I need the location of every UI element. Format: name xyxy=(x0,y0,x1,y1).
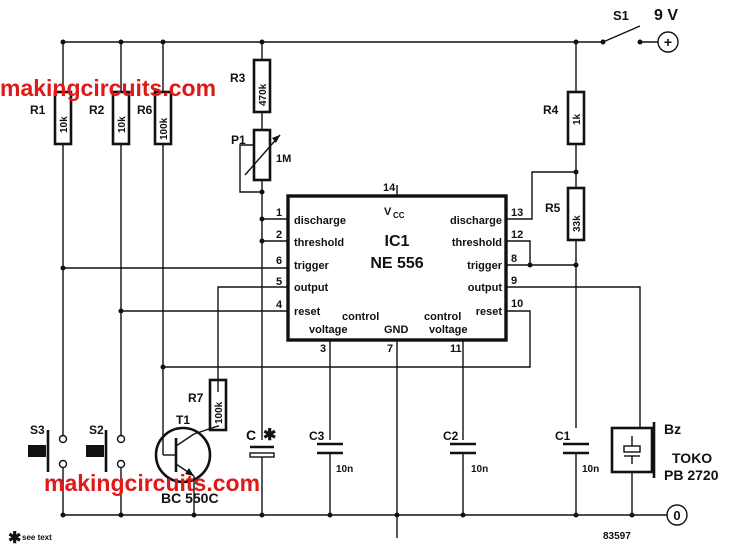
pin-8-number: 8 xyxy=(511,253,517,265)
pin-14-number: 14 xyxy=(383,182,396,194)
footnote-text: see text xyxy=(22,533,52,542)
r6-value: 100k xyxy=(159,117,170,140)
right-pins: 13 12 8 9 10 xyxy=(163,207,641,428)
resistor-r7: R7 100k xyxy=(188,378,228,432)
bottom-gnd-label: GND xyxy=(384,324,409,336)
buzzer-name: Bz xyxy=(664,421,681,437)
right-pin-label-output: output xyxy=(468,282,503,294)
pin-5-number: 5 xyxy=(276,276,282,288)
capacitor-c3: C3 10n xyxy=(309,429,353,518)
c1-name: C1 xyxy=(555,429,571,443)
right-pin-label-discharge: discharge xyxy=(450,215,502,227)
pin-10-number: 10 xyxy=(511,298,523,310)
switch-s1-label: S1 xyxy=(613,8,629,23)
watermark-bottom: makingcircuits.com xyxy=(44,470,260,496)
p1-name: P1 xyxy=(231,133,246,147)
pin-3-number: 3 xyxy=(320,343,326,355)
buzzer-part-1: TOKO xyxy=(672,450,712,466)
left-pins: 1 2 6 5 4 xyxy=(60,189,288,440)
ic-part: NE 556 xyxy=(370,255,423,272)
bottom-pins: 3 7 11 xyxy=(320,340,464,538)
ic-name: IC1 xyxy=(385,233,410,250)
pin-11-number: 11 xyxy=(450,343,462,355)
r7-value: 100k xyxy=(214,401,225,424)
pin-12-number: 12 xyxy=(511,229,523,241)
r3-name: R3 xyxy=(230,71,246,85)
r1-name: R1 xyxy=(30,103,46,117)
drawing-code: 83597 xyxy=(603,531,631,542)
left-pin-label-discharge: discharge xyxy=(294,215,346,227)
pin-2-number: 2 xyxy=(276,229,282,241)
ic1-ne556: V CC IC1 NE 556 discharge threshold trig… xyxy=(286,194,508,342)
r2-name: R2 xyxy=(89,103,105,117)
resistor-r5: R5 33k xyxy=(506,169,586,428)
bottom-right-label-2: voltage xyxy=(429,324,468,336)
r4-value: 1k xyxy=(572,113,583,125)
switch-s3: S3 xyxy=(28,423,68,518)
right-pin-label-reset: reset xyxy=(476,306,503,318)
pin-1-number: 1 xyxy=(276,207,282,219)
ic-vcc-sub: CC xyxy=(393,211,405,220)
c2-name: C2 xyxy=(443,429,459,443)
r2-value: 10k xyxy=(117,116,128,133)
bottom-left-label-2: voltage xyxy=(309,324,348,336)
pin-14-wire: 14 xyxy=(383,182,398,196)
cx-name: C xyxy=(246,427,256,443)
cx-mark: ✱ xyxy=(263,427,276,444)
left-pin-label-reset: reset xyxy=(294,306,321,318)
left-pin-label-output: output xyxy=(294,282,329,294)
t1-part: BC 550C xyxy=(161,490,219,506)
watermark-top: makingcircuits.com xyxy=(0,75,216,101)
r1-value: 10k xyxy=(59,116,70,133)
capacitor-c2: C2 10n xyxy=(443,429,488,518)
pin-4-number: 4 xyxy=(276,299,283,311)
r7-name: R7 xyxy=(188,391,204,405)
ic-vcc-label: V xyxy=(384,206,392,218)
r4-name: R4 xyxy=(543,103,559,117)
c3-name: C3 xyxy=(309,429,325,443)
buzzer-bz: Bz TOKO PB 2720 xyxy=(610,421,719,518)
supply-rail: + S1 9 V xyxy=(60,7,679,53)
transistor-t1: T1 BC 550C xyxy=(154,364,219,518)
resistor-r3: R3 470k xyxy=(230,42,272,130)
bottom-left-label-1: control xyxy=(342,311,379,323)
supply-voltage-label: 9 V xyxy=(654,7,678,24)
pin-7-number: 7 xyxy=(387,343,393,355)
footnote-mark: ✱ xyxy=(8,530,21,547)
r3-value: 470k xyxy=(258,83,269,106)
p1-value: 1M xyxy=(276,153,291,165)
ground-rail: 0 xyxy=(63,504,688,526)
r6-name: R6 xyxy=(137,103,153,117)
resistor-r6: R6 100k xyxy=(137,42,173,367)
pin-9-number: 9 xyxy=(511,275,517,287)
r5-name: R5 xyxy=(545,201,561,215)
right-pin-label-threshold: threshold xyxy=(452,237,502,249)
c1-value: 10n xyxy=(582,464,599,475)
potentiometer-p1: P1 1M xyxy=(231,128,291,193)
left-pin-label-threshold: threshold xyxy=(294,237,344,249)
ground-terminal-label: 0 xyxy=(673,508,680,523)
r5-value: 33k xyxy=(572,215,583,232)
capacitor-cx: C ✱ xyxy=(246,427,276,518)
bottom-right-label-1: control xyxy=(424,311,461,323)
c2-value: 10n xyxy=(471,464,488,475)
resistor-r4: R4 1k xyxy=(543,42,586,188)
capacitor-c1: C1 10n xyxy=(555,429,599,518)
c3-value: 10n xyxy=(336,464,353,475)
switch-s2: S2 xyxy=(86,423,126,518)
resistor-r2: R2 10k xyxy=(89,42,131,436)
t1-name: T1 xyxy=(176,413,190,427)
buzzer-part-2: PB 2720 xyxy=(664,467,719,483)
s3-label: S3 xyxy=(30,423,45,437)
pin-13-number: 13 xyxy=(511,207,523,219)
resistor-r1: R1 10k xyxy=(30,42,73,436)
pin-6-number: 6 xyxy=(276,255,282,267)
plus-terminal-label: + xyxy=(664,34,672,50)
left-pin-label-trigger: trigger xyxy=(294,260,330,272)
s2-label: S2 xyxy=(89,423,104,437)
right-pin-label-trigger: trigger xyxy=(467,260,503,272)
